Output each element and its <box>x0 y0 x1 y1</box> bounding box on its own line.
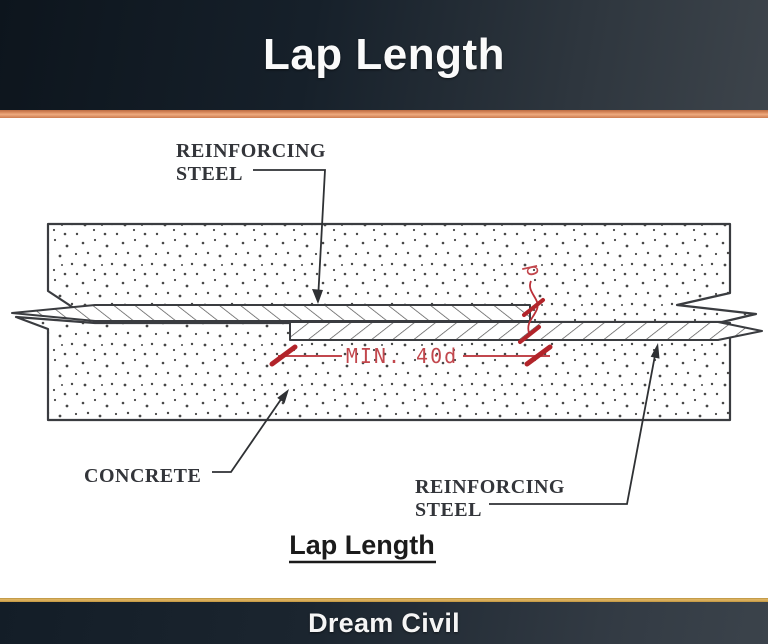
label-concrete: CONCRETE <box>84 465 201 487</box>
label-bottom-steel-line2: STEEL <box>415 499 482 521</box>
leader-concrete <box>212 389 289 473</box>
diagram-area: MIN. 40d d REINFORCING STEEL CONCRETE RE… <box>0 118 768 598</box>
dimension-label: MIN. 40d <box>346 344 458 368</box>
rebar-bottom <box>289 321 763 341</box>
dimension-tick-left <box>269 344 298 367</box>
concrete-block-top <box>46 222 758 324</box>
header-banner: Lap Length <box>0 0 768 110</box>
diameter-label: d <box>517 260 543 279</box>
arrowhead <box>312 289 323 304</box>
leader-top-steel <box>253 169 326 304</box>
label-top-steel-line1: REINFORCING <box>176 140 326 162</box>
dimension-tick-right <box>524 344 553 367</box>
bar-diameter-annotation: d <box>517 260 545 344</box>
footer-banner: Dream Civil <box>0 602 768 644</box>
brand-name: Dream Civil <box>308 607 460 638</box>
diagram-caption: Lap Length <box>289 530 434 560</box>
arrowhead <box>277 389 289 404</box>
leader-bottom-steel <box>489 343 660 505</box>
page-title: Lap Length <box>262 30 506 79</box>
lap-dimension: MIN. 40d <box>269 344 553 368</box>
footer-accent-bar <box>0 598 768 602</box>
label-bottom-steel-line1: REINFORCING <box>415 476 565 498</box>
rebar-top <box>11 304 531 322</box>
arrowhead <box>650 343 660 359</box>
lap-length-diagram: MIN. 40d d REINFORCING STEEL CONCRETE RE… <box>11 140 763 564</box>
header-accent-bar <box>0 110 768 118</box>
label-top-steel-line2: STEEL <box>176 163 243 185</box>
